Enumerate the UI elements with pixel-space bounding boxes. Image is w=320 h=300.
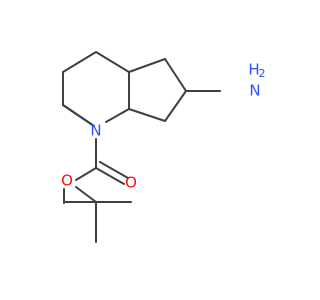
bond-n-ring-left [62,104,95,127]
bond-ring6-7 [105,108,130,123]
bond-ring5-4 [128,108,166,122]
bond-carbonyl-o-1 [95,167,125,185]
amine-h-label: H [248,61,259,79]
bond-o-tbu-center [75,186,97,203]
molecule-structure: N N H 2 O O [61,51,266,243]
carbonyl-oxygen-label: O [125,174,137,192]
bond-carbonyl-ester-o [75,167,97,181]
bonds [62,51,221,243]
atom-labels: N N H 2 O O [61,61,265,192]
amine-n-label: N [249,82,260,100]
nitrogen-ring-label: N [90,122,101,140]
amine-h-count-label: 2 [259,67,266,80]
bond-ring6-5 [95,51,130,73]
bond-ring5-2 [164,58,187,92]
bond-ring5-1 [128,58,166,73]
molecule-canvas: N N H 2 O O [61,51,266,243]
bond-ring6-4 [62,51,97,73]
bond-carbonyl-o-2 [99,161,129,179]
bond-ring5-3 [164,90,187,122]
ester-oxygen-label: O [61,172,73,190]
